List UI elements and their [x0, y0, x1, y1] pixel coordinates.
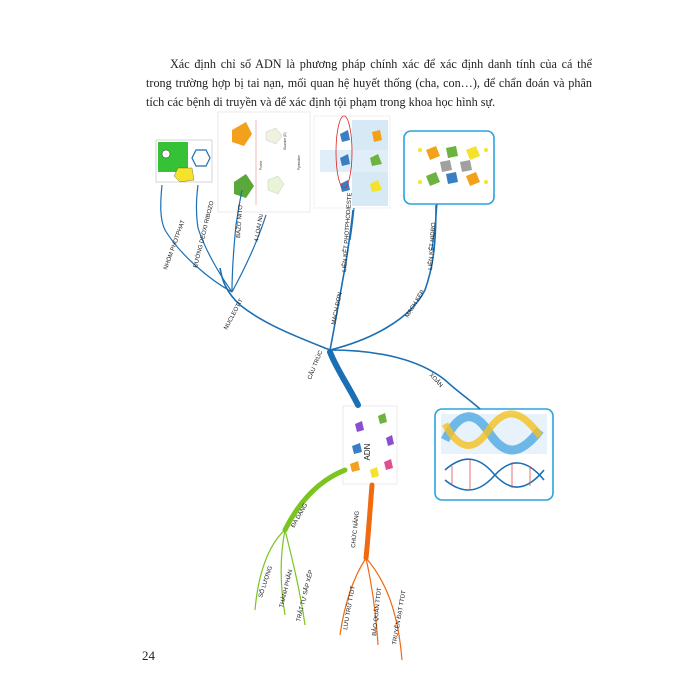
- double-strand-image: [403, 130, 495, 205]
- mach-kep-label: MẠCH KÉP: [404, 289, 427, 319]
- four-bases-image: Guanine (G) Pyrimidine Purine: [217, 111, 311, 213]
- nhom-photphat-label: NHÓM PHOTPHAT: [162, 219, 187, 271]
- center-adn-label: ADN: [363, 443, 372, 460]
- dna-helix-image: [434, 408, 554, 501]
- lien-ket-hidro-label: LIÊN KẾT HIDRO: [426, 222, 437, 270]
- body-paragraph: Xác định chỉ số ADN là phương pháp chính…: [146, 57, 592, 109]
- bon-loai-nu-label: 4 LOẠI Nu: [254, 214, 265, 243]
- duong-label: ĐƯỜNG DEOXI RIBOZO: [192, 200, 215, 269]
- luu-tru-label: LƯU TRỮ TTDT: [342, 585, 357, 630]
- svg-text:Purine: Purine: [259, 161, 263, 170]
- truyen-dat-label: TRUYỀN ĐẠT TTDT: [391, 590, 408, 646]
- branch-cau-truc-label: CẤU TRÚC: [306, 349, 324, 381]
- nucleotit-label: NUCLEOTIT: [223, 298, 244, 331]
- trat-tu-label: TRẬT TỰ SẮP XẾP: [294, 569, 315, 623]
- page-number: 24: [142, 648, 155, 663]
- branch-chuc-nang-label: CHỨC NĂNG: [350, 510, 361, 548]
- svg-text:Guanine (G): Guanine (G): [283, 132, 287, 150]
- bazo-nito-label: BAZƠ NITƠ: [236, 205, 244, 239]
- svg-text:Pyrimidine: Pyrimidine: [297, 155, 301, 170]
- nucleotide-structure-image: [155, 139, 213, 183]
- mach-don-label: MẠCH ĐƠN: [331, 292, 344, 326]
- single-strand-image: [313, 115, 391, 209]
